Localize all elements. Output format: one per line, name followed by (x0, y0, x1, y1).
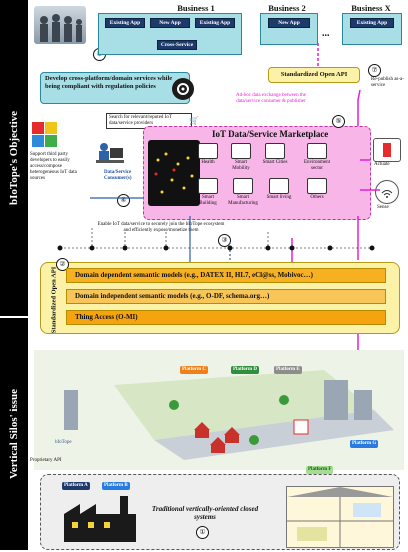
step-5-badge: ⑤ (332, 115, 345, 128)
more-businesses-ellipsis: ... (322, 28, 330, 39)
smart-house-icon (286, 486, 394, 548)
platform-d: Platform D (231, 366, 260, 374)
open-api-side-label-wrap: Standardized Open API (46, 267, 62, 333)
third-party-text: Support third party developers to easily… (30, 152, 77, 181)
platform-f: Platform F (306, 466, 334, 474)
business-1-existing-app-1[interactable]: Existing App (105, 18, 145, 28)
actuate-icon (373, 138, 401, 162)
platform-e: Platform E (274, 366, 302, 374)
business-x-title: Business X (351, 3, 391, 13)
business-1-new-app[interactable]: New App (150, 18, 190, 28)
actuate-label: Actuate (374, 162, 390, 167)
business-1-title: Business 1 (177, 3, 215, 13)
business-2-title: Business 2 (268, 3, 306, 13)
step-1-badge: ① (196, 526, 209, 539)
factory-icon (60, 494, 140, 544)
icon-health: Health (195, 143, 221, 166)
enable-text: Enable IoT data/service to securely join… (97, 222, 225, 233)
sense-wifi-icon (375, 180, 399, 204)
step-3-badge: ③ (218, 234, 231, 247)
traditional-systems-text: Traditional vertically-oriented closed s… (151, 505, 259, 521)
icon-others-label: Others (310, 195, 324, 200)
business-x-existing-app[interactable]: Existing App (350, 18, 394, 28)
icon-health-label: Health (201, 160, 215, 165)
business-2-new-app[interactable]: New App (268, 18, 310, 28)
icon-environment: Environment sector (300, 143, 334, 172)
icon-smart-cities-label: Smart Cities (262, 160, 288, 165)
puzzle-icon (30, 120, 60, 148)
cart-icon: 🛒 (189, 116, 199, 125)
platform-g: Platform G (350, 440, 379, 448)
sense-label: Sense (377, 205, 389, 210)
open-api-top: Standardized Open API (268, 67, 360, 83)
icon-smart-cities: Smart Cities (262, 143, 288, 166)
icon-smart-living: Smart living (266, 178, 292, 201)
icon-smart-mobility: Smart Mobility (228, 143, 254, 172)
develop-services-text: Develop cross-platform/domain services w… (45, 75, 173, 90)
developers-photo (34, 6, 86, 44)
business-1-cross-service[interactable]: Cross-Service (157, 40, 197, 50)
step-2-badge: ② (56, 258, 69, 271)
silos-sidebar: Vertical Silos' issue (0, 318, 28, 550)
biotope-city-label: bIoTope (55, 440, 72, 445)
brain-gear-icon (172, 78, 194, 100)
icon-others: Others (304, 178, 330, 201)
platform-a: Platform A (62, 482, 90, 490)
consumer-desk-icon (94, 140, 126, 168)
platform-c: Platform C (180, 366, 209, 374)
marketplace-title: IoT Data/Service Marketplace (212, 129, 329, 139)
step-4-badge: ④ (117, 194, 130, 207)
layer-domain-independent: Domain independent semantic models (e.g.… (66, 289, 386, 304)
world-map-dark (148, 140, 200, 206)
proprietary-api-label: Proprietary API (30, 458, 62, 463)
platform-b: Platform B (102, 482, 130, 490)
develop-services-box: Develop cross-platform/domain services w… (40, 72, 190, 104)
adhoc-exchange-label: Ad-hoc data exchange between the data/se… (236, 93, 306, 104)
city-scene (34, 350, 404, 470)
layer-domain-dependent: Domain dependent semantic models (e.g., … (66, 268, 386, 283)
icon-smart-living-label: Smart living (266, 195, 292, 200)
icon-smart-manufacturing-label: Smart Manufacturing (228, 195, 258, 206)
icon-smart-mobility-label: Smart Mobility (232, 160, 250, 171)
republish-label: Re-publish as-a-service (371, 77, 404, 88)
objective-sidebar: bIoTope's Objective (0, 0, 28, 316)
icon-smart-manufacturing: Smart Manufacturing (226, 178, 260, 207)
icon-smart-building-label: Smart Building (199, 195, 217, 206)
layer-thing-access: Thing Access (O-MI) (66, 310, 386, 325)
icon-smart-building: Smart Building (195, 178, 221, 207)
consumers-label: Data/Service Consumer(s) (104, 170, 132, 181)
open-api-side-label: Standardized Open API (50, 266, 58, 334)
step-7-badge: ⑦ (368, 64, 381, 77)
business-1-existing-app-2[interactable]: Existing App (195, 18, 235, 28)
icon-environment-label: Environment sector (303, 160, 331, 171)
